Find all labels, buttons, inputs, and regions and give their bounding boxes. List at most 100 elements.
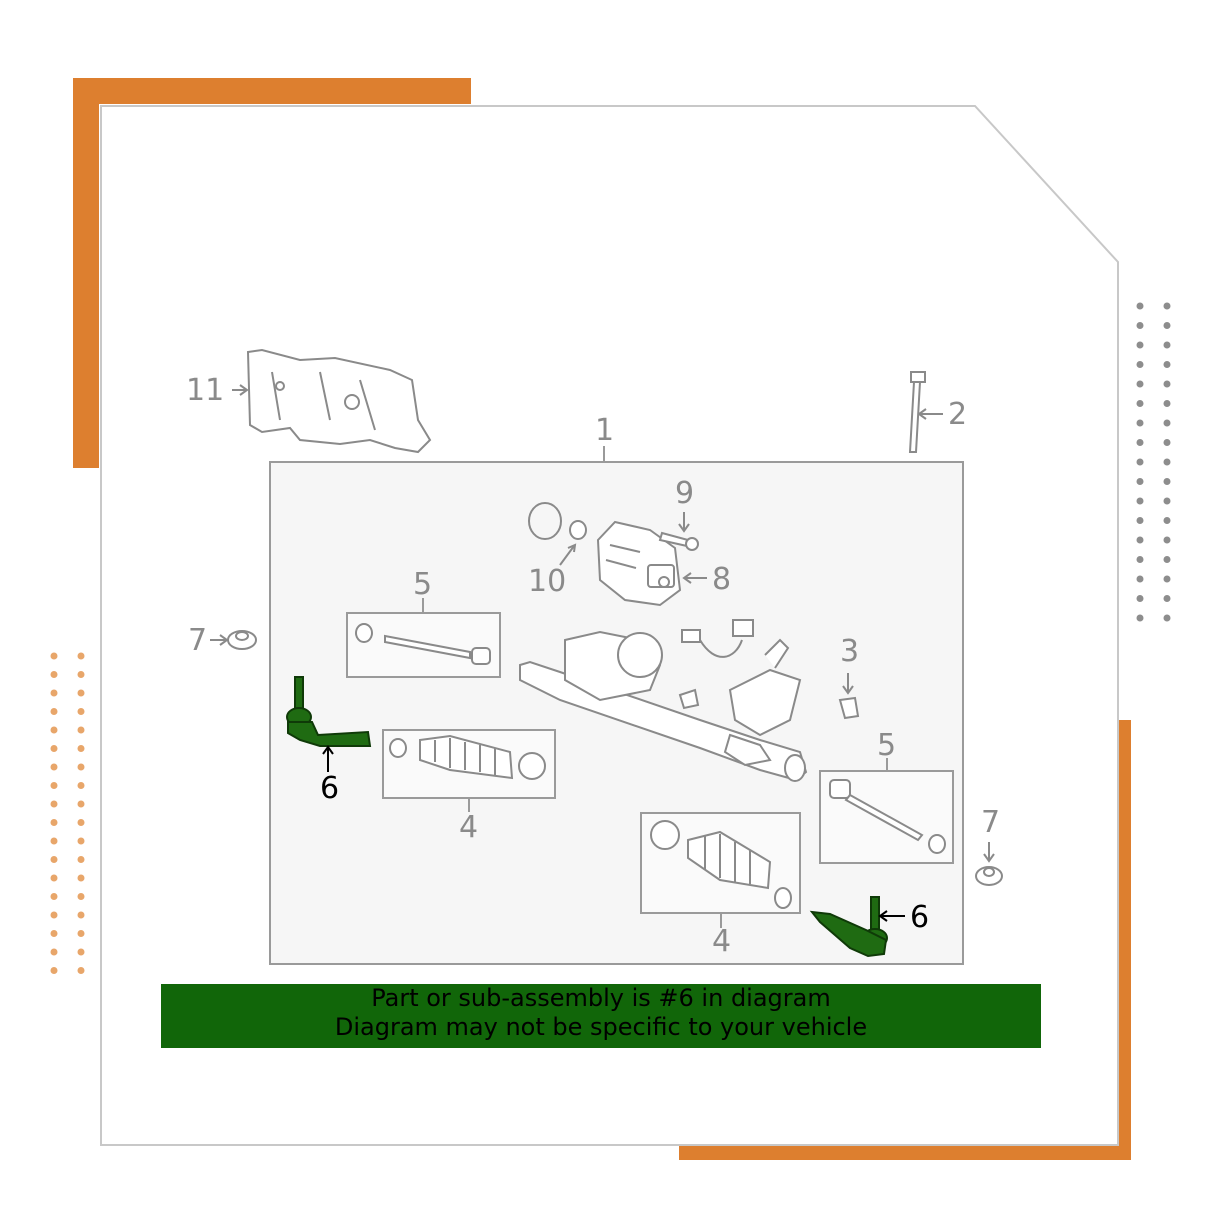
decor-dot — [1136, 575, 1144, 583]
decor-dot — [1136, 341, 1144, 349]
decor-dot — [77, 911, 85, 919]
decor-dot — [1136, 361, 1144, 368]
decor-dot — [50, 800, 58, 808]
inner-tie-rod-icon — [355, 623, 491, 665]
oring-icon — [528, 502, 562, 540]
decor-dot — [77, 893, 85, 900]
boot-icon — [389, 734, 546, 780]
decor-dot — [77, 782, 85, 789]
decor-dot — [1163, 439, 1171, 446]
accent-bar-top-left — [73, 78, 471, 104]
tie-rod-end-icon — [286, 676, 372, 747]
bolt-small-icon — [658, 531, 699, 551]
decor-dot — [1163, 341, 1171, 349]
callout-7-left: 7 — [188, 623, 208, 658]
decor-dot — [50, 763, 58, 771]
decor-dot — [50, 745, 58, 752]
decor-dot — [77, 837, 85, 845]
decor-dot — [1163, 575, 1171, 583]
decor-dot — [1136, 400, 1144, 407]
banner-line-1: Part or sub-assembly is #6 in diagram — [371, 984, 831, 1012]
decor-dot — [1136, 614, 1144, 622]
decor-dot — [1163, 517, 1171, 524]
decor-dot — [50, 911, 58, 919]
decor-dot — [1136, 517, 1144, 524]
decor-dot — [50, 819, 58, 826]
decor-dot — [50, 708, 58, 715]
decor-dot — [50, 689, 58, 697]
decor-dot — [77, 708, 85, 715]
decor-dot — [1163, 556, 1171, 563]
decor-dot — [77, 689, 85, 697]
decor-dot — [1163, 361, 1171, 368]
decor-dot — [1163, 380, 1171, 388]
dots-left — [50, 652, 85, 974]
decor-dot — [1163, 595, 1171, 602]
callout-6-left: 6 — [320, 771, 340, 806]
decor-dot — [50, 874, 58, 882]
breather-plug-icon — [838, 696, 860, 720]
decor-dot — [1136, 302, 1144, 310]
bushing-icon — [569, 520, 587, 540]
decor-dot — [1163, 322, 1171, 329]
decor-dot — [77, 948, 85, 956]
decor-dot — [77, 856, 85, 863]
callout-5-right: 5 — [877, 728, 897, 763]
decor-dot — [1136, 439, 1144, 446]
decor-dot — [1163, 302, 1171, 310]
decor-dot — [50, 948, 58, 956]
decor-dot — [1136, 556, 1144, 563]
decor-dot — [77, 930, 85, 937]
wire-harness-icon — [681, 619, 754, 658]
decor-dot — [77, 819, 85, 826]
nut-icon — [227, 630, 257, 650]
decor-dot — [77, 800, 85, 808]
callout-8: 8 — [712, 562, 732, 597]
accent-bar-bottom-right — [679, 1146, 1131, 1160]
decor-dot — [1163, 419, 1171, 427]
inner-tie-rod-icon — [829, 779, 946, 854]
dots-right — [1136, 302, 1171, 622]
info-banner: Part or sub-assembly is #6 in diagram Di… — [161, 984, 1041, 1048]
decor-dot — [1163, 614, 1171, 622]
decor-dot — [77, 726, 85, 734]
tie-rod-end-icon — [809, 896, 888, 958]
callout-7-right: 7 — [981, 805, 1001, 840]
callout-11: 11 — [186, 373, 225, 408]
callout-1: 1 — [595, 413, 615, 448]
motor-icon — [596, 520, 682, 607]
callout-4-left: 4 — [459, 810, 479, 845]
decor-dot — [1163, 497, 1171, 505]
decor-dot — [77, 763, 85, 771]
accent-bar-right — [1117, 720, 1131, 1160]
accent-bar-left — [73, 78, 99, 468]
callout-4-right: 4 — [712, 924, 732, 959]
decor-dot — [1136, 536, 1144, 544]
boot-icon — [650, 820, 792, 909]
decor-dot — [1136, 478, 1144, 485]
decor-dot — [77, 745, 85, 752]
heat-shield-icon — [246, 348, 432, 454]
decor-dot — [1163, 400, 1171, 407]
decor-dot — [1136, 322, 1144, 329]
decor-dot — [1136, 595, 1144, 602]
decor-dot — [1136, 419, 1144, 427]
decor-dot — [77, 967, 85, 974]
decor-dot — [1163, 536, 1171, 544]
decor-dot — [77, 874, 85, 882]
decor-dot — [50, 837, 58, 845]
decor-dot — [50, 652, 58, 660]
callout-2: 2 — [948, 397, 968, 432]
decor-dot — [1136, 380, 1144, 388]
decor-dot — [77, 671, 85, 678]
decor-dot — [1136, 497, 1144, 505]
decor-dot — [50, 782, 58, 789]
decor-dot — [1136, 458, 1144, 466]
decor-dot — [50, 856, 58, 863]
banner-line-2: Diagram may not be specific to your vehi… — [334, 1013, 868, 1041]
callout-6-right: 6 — [910, 900, 930, 935]
decor-dot — [50, 967, 58, 974]
callout-5-left: 5 — [413, 567, 433, 602]
callout-10: 10 — [528, 564, 567, 599]
